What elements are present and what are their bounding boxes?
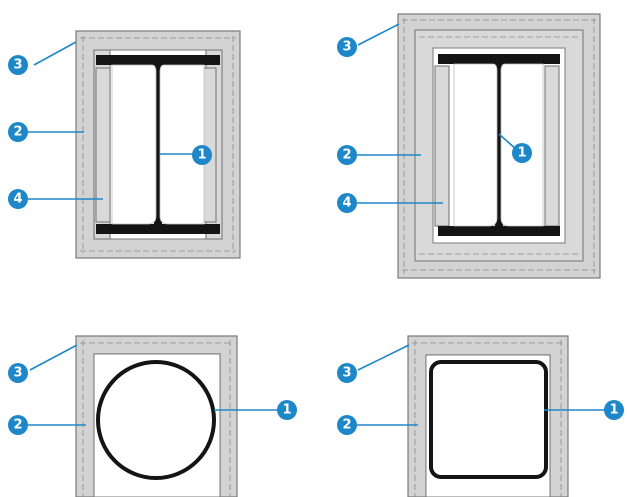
marker-3-label: 3	[13, 58, 22, 73]
leader-3	[33, 41, 77, 66]
ibeam-bottom-flange	[438, 226, 560, 236]
marker-4-label: 4	[13, 192, 22, 207]
marker-4	[8, 189, 28, 209]
marker-4	[337, 193, 357, 213]
ibeam-section	[438, 54, 560, 236]
marker-1-label: 1	[197, 148, 206, 163]
ibeam-section	[96, 55, 220, 234]
leader-3	[357, 23, 400, 46]
marker-2	[8, 122, 28, 142]
figure-ibeam-double: 3 2 4 1	[337, 13, 601, 279]
marker-2	[337, 415, 357, 435]
marker-3-label: 3	[342, 40, 351, 55]
marker-3	[8, 55, 28, 75]
ibeam-cavity-left	[453, 63, 498, 227]
figure-ibeam-single: 3 2 4 1	[8, 30, 241, 259]
marker-1	[512, 143, 532, 163]
marker-2	[8, 415, 28, 435]
marker-3	[8, 363, 28, 383]
marker-3	[337, 37, 357, 57]
ibeam-web	[495, 60, 503, 230]
marker-2-label: 2	[13, 125, 22, 140]
figure-circular-section: 3 2 1	[8, 335, 297, 497]
rectangular-steel-section	[429, 360, 548, 479]
ibeam-top-flange	[438, 54, 560, 64]
ibeam-bottom-flange	[96, 224, 220, 234]
marker-3-label: 3	[13, 366, 22, 381]
marker-3	[337, 363, 357, 383]
ibeam-top-flange	[96, 55, 220, 65]
marker-1-label: 1	[517, 146, 526, 161]
leader-3	[357, 344, 410, 371]
marker-2-label: 2	[342, 418, 351, 433]
figure-rectangular-section: 3 2 1	[337, 335, 624, 497]
marker-1	[192, 145, 212, 165]
circular-steel-section	[96, 360, 216, 480]
ibeam-web	[154, 62, 162, 228]
marker-1	[277, 400, 297, 420]
backing-strip-left	[434, 65, 450, 227]
marker-2-label: 2	[342, 148, 351, 163]
ibeam-cavity-right	[159, 64, 205, 225]
marker-1-label: 1	[609, 403, 618, 418]
marker-1	[604, 400, 624, 420]
backing-strip-left	[95, 67, 111, 223]
marker-4-label: 4	[342, 196, 351, 211]
leader-3	[29, 344, 78, 371]
marker-1-label: 1	[282, 403, 291, 418]
marker-2-label: 2	[13, 418, 22, 433]
backing-strip-right	[544, 65, 560, 227]
marker-3-label: 3	[342, 366, 351, 381]
marker-2	[337, 145, 357, 165]
ibeam-cavity-left	[111, 64, 157, 225]
